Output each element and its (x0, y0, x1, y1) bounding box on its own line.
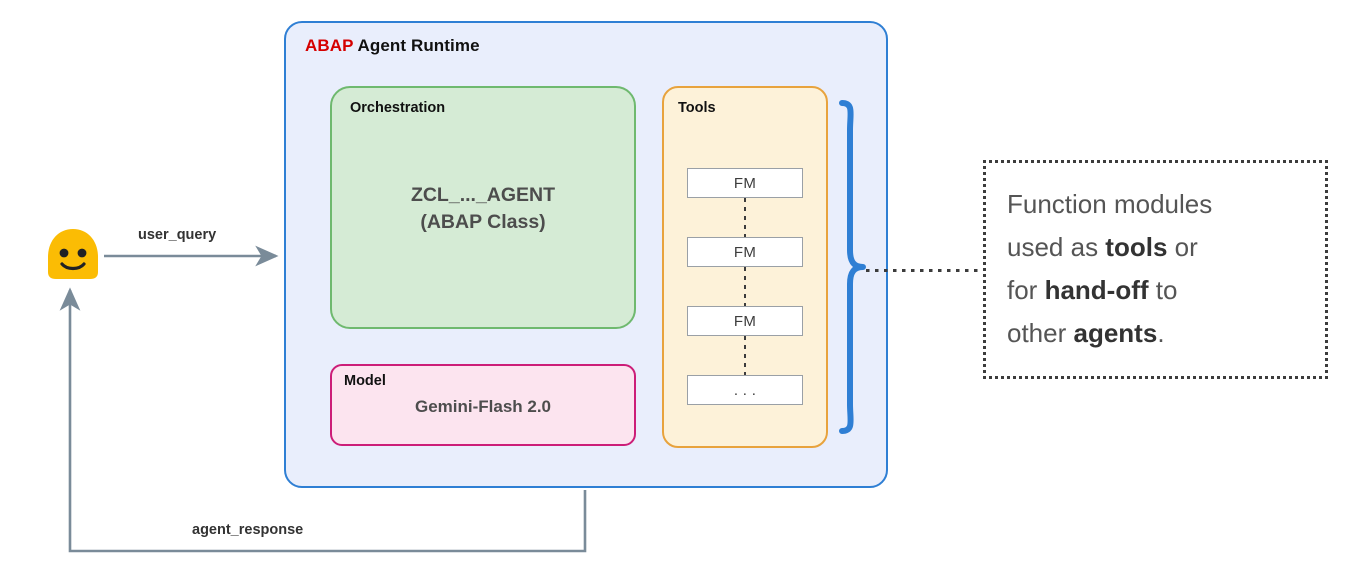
tool-item-more[interactable]: . . . (687, 375, 803, 405)
tools-brace-icon (839, 100, 866, 434)
callout-line-1: Function modules (1007, 189, 1213, 219)
dotted-line (743, 198, 747, 237)
dotted-line (743, 267, 747, 306)
callout-leader-line (866, 269, 985, 272)
runtime-title-accent: ABAP (305, 36, 354, 55)
callout-line-3: for hand-off to (1007, 275, 1178, 305)
tool-connector-dotted (687, 336, 803, 375)
tool-item[interactable]: FM (687, 237, 803, 267)
runtime-title: ABAP Agent Runtime (305, 36, 480, 56)
runtime-title-rest: Agent Runtime (353, 36, 480, 55)
callout-line-4: other agents. (1007, 318, 1165, 348)
callout-line-2: used as tools or (1007, 232, 1198, 262)
agent-response-label: agent_response (192, 522, 304, 538)
orchestration-box (330, 86, 636, 329)
tool-item[interactable]: FM (687, 168, 803, 198)
orchestration-label: Orchestration (350, 100, 446, 116)
tool-connector-dotted (687, 267, 803, 306)
tools-label: Tools (678, 100, 716, 116)
user-avatar-icon (48, 229, 98, 279)
callout-box (983, 160, 1328, 379)
user-query-label: user_query (138, 227, 217, 243)
tool-connector-dotted (687, 198, 803, 237)
orchestration-content: ZCL_..._AGENT (ABAP Class) (330, 182, 636, 236)
model-value: Gemini-Flash 2.0 (414, 397, 552, 416)
model-label: Model (344, 373, 386, 389)
agent-class-kind: (ABAP Class) (420, 211, 546, 233)
agent-class-name: ZCL_..._AGENT (410, 184, 556, 206)
dotted-line (743, 336, 747, 375)
callout-text: Function modules used as tools or for ha… (1007, 183, 1309, 355)
tools-list: FM FM FM . . . (687, 168, 803, 405)
tool-item[interactable]: FM (687, 306, 803, 336)
